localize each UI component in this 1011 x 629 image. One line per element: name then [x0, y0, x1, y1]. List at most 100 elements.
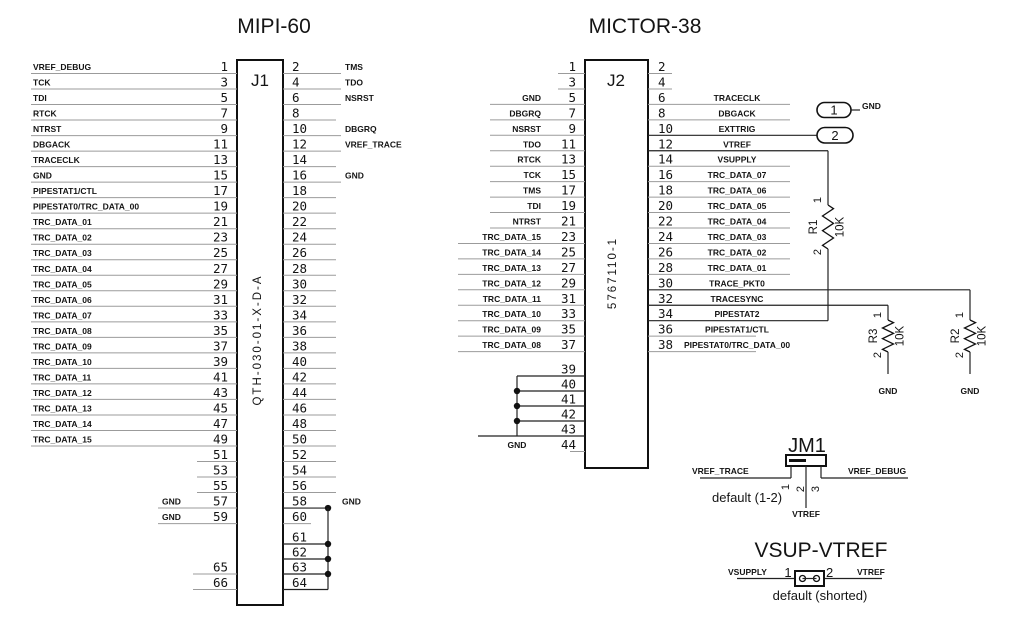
j2-pin-38-number: 38 [658, 337, 673, 352]
j1-gnd-junction-62 [324, 555, 332, 563]
j1-pin-18-number: 18 [292, 183, 307, 198]
j1-pin-37-number: 37 [213, 338, 228, 353]
j2-pin-29-net-label: TRC_DATA_12 [482, 278, 541, 288]
j1-pin-12-number: 12 [292, 137, 307, 152]
j2-pin-27-number: 27 [561, 260, 576, 275]
test-point-2-label: 2 [831, 128, 838, 143]
j1-pin-11-net-label: DBGACK [33, 140, 71, 150]
resistor-r3-refdes: R3 [868, 329, 880, 344]
j1-pin-46-number: 46 [292, 400, 307, 415]
resistor-r1-pin1-label: 1 [812, 197, 824, 203]
j2-pin-31-net-label: TRC_DATA_11 [483, 294, 542, 304]
j1-pin-41-number: 41 [213, 369, 228, 384]
resistor-r2-pin2-label: 2 [954, 352, 966, 358]
test-point-1-net-label: GND [862, 101, 881, 111]
j1-pin-9-net-label: NTRST [33, 124, 62, 134]
j1-pin-13-number: 13 [213, 152, 228, 167]
j1-pin-13-net-label: TRACECLK [33, 155, 81, 165]
j1-pin-63-number: 63 [292, 560, 307, 575]
j1-pin-17-number: 17 [213, 183, 228, 198]
j2-pin-1-number: 1 [568, 59, 576, 74]
j2-pin-44-number: 44 [561, 437, 576, 452]
j2-pin-3-number: 3 [568, 74, 576, 89]
j2-pin-40-number: 40 [561, 377, 576, 392]
j1-pin-2-number: 2 [292, 59, 300, 74]
vsup-right-net-label: VTREF [857, 567, 885, 577]
resistor-r2-gnd-label: GND [961, 386, 980, 396]
test-point-2 [816, 126, 854, 144]
resistor-r2-pin1-label: 1 [954, 312, 966, 318]
j1-pin-30-number: 30 [292, 276, 307, 291]
j1-pin-8-number: 8 [292, 106, 300, 121]
j2-pin-16-number: 16 [658, 167, 673, 182]
j1-pin-2-net-label: TMS [345, 62, 363, 72]
j2-pin-27-net-label: TRC_DATA_13 [482, 263, 541, 273]
j2-pin-11-number: 11 [561, 136, 576, 151]
j2-pin-10-net-label: EXTTRIG [719, 124, 756, 134]
j1-pin-12-net-label: VREF_TRACE [345, 140, 402, 150]
j2-pin-4-number: 4 [658, 74, 666, 89]
j2-pin-16-net-label: TRC_DATA_07 [708, 170, 767, 180]
j1-pin-21-net-label: TRC_DATA_01 [33, 217, 92, 227]
j2-pin-14-number: 14 [658, 152, 673, 167]
j2-pin-14-net-label: VSUPPLY [718, 155, 757, 165]
j2-pin-26-number: 26 [658, 244, 673, 259]
j1-pin-23-number: 23 [213, 230, 228, 245]
j2-pin-34-number: 34 [658, 306, 673, 321]
j1-pin-47-net-label: TRC_DATA_14 [33, 419, 92, 429]
j1-pin-52-number: 52 [292, 447, 307, 462]
vsup-jumper-body [794, 570, 825, 587]
j2-pin-32-number: 32 [658, 291, 673, 306]
resistor-r1-value: 10K [835, 216, 847, 237]
j1-pin-1-number: 1 [220, 59, 228, 74]
j2-pin-28-net-label: TRC_DATA_01 [708, 263, 767, 273]
resistor-r3-value: 10K [895, 325, 907, 346]
j2-pin-37-net-label: TRC_DATA_08 [482, 340, 541, 350]
j2-pin-33-net-label: TRC_DATA_10 [482, 309, 541, 319]
jm1-default-note: default (1-2) [712, 490, 782, 505]
j2-pin-36-net-label: PIPESTAT1/CTL [705, 325, 769, 335]
j2-pin-31-number: 31 [561, 291, 576, 306]
j2-pin-24-net-label: TRC_DATA_03 [708, 232, 767, 242]
resistor-r2-value: 10K [977, 325, 989, 346]
j1-pin-43-number: 43 [213, 385, 228, 400]
j1-pin-3-net-label: TCK [33, 78, 51, 88]
jm1-bottom-net-label: VTREF [792, 509, 820, 519]
j2-pin-10-number: 10 [658, 121, 673, 136]
resistor-r3-pin2-label: 2 [872, 352, 884, 358]
j2-pin-25-number: 25 [561, 244, 576, 259]
j2-pin-8-net-label: DBGACK [718, 108, 756, 118]
j1-gnd-junction-63 [324, 570, 332, 578]
j2-pin-23-number: 23 [561, 229, 576, 244]
j1-pin-54-number: 54 [292, 463, 307, 478]
j1-pin-6-number: 6 [292, 90, 300, 105]
j2-pin-17-net-label: TMS [523, 186, 541, 196]
j1-pin-31-net-label: TRC_DATA_06 [33, 295, 92, 305]
j1-pin-48-number: 48 [292, 416, 307, 431]
j2-pin-25-net-label: TRC_DATA_14 [482, 247, 541, 257]
j1-pin-62-number: 62 [292, 545, 307, 560]
j1-pin-45-net-label: TRC_DATA_13 [33, 403, 92, 413]
jumper-title-vsup-vtref: VSUP-VTREF [754, 539, 887, 562]
j1-pin-59-net-label: GND [162, 512, 181, 522]
j1-pin-44-number: 44 [292, 385, 307, 400]
connector-title-mictor-38: MICTOR-38 [589, 15, 702, 38]
j2-gnd-junction-40 [513, 387, 521, 395]
j1-pin-45-number: 45 [213, 400, 228, 415]
resistor-r1-refdes: R1 [808, 220, 820, 235]
resistor-r1-body [821, 204, 835, 250]
j1-pin-34-number: 34 [292, 307, 307, 322]
connector-j1-part-number: QTH-030-01-X-D-A [252, 274, 264, 405]
jm1-pin2-label: 2 [795, 486, 807, 492]
j1-pin-51-number: 51 [213, 447, 228, 462]
j1-pin-6-net-label: NSRST [345, 93, 375, 103]
j1-pin-49-net-label: TRC_DATA_15 [33, 434, 92, 444]
j2-pin-17-number: 17 [561, 183, 576, 198]
j1-pin-35-number: 35 [213, 323, 228, 338]
vsup-default-note: default (shorted) [773, 588, 868, 603]
j1-gnd-junction-61 [324, 540, 332, 548]
j1-pin-39-net-label: TRC_DATA_10 [33, 357, 92, 367]
j2-pin-19-net-label: TDI [527, 201, 541, 211]
